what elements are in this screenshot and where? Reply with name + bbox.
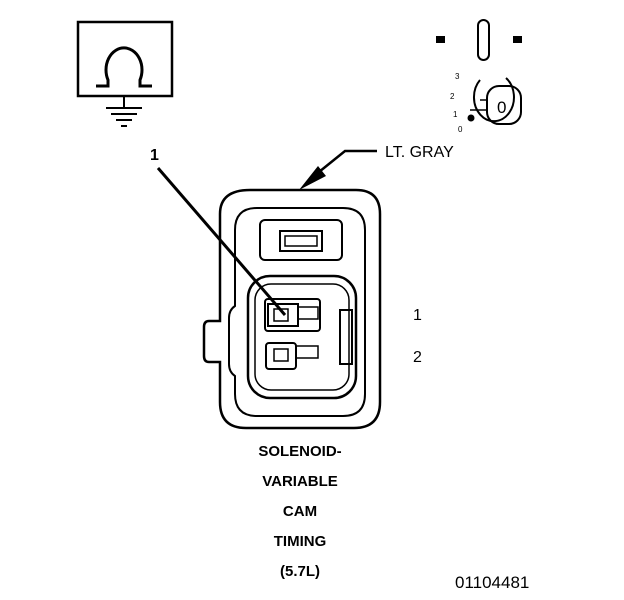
switch-position-2: 2 <box>450 92 455 101</box>
component-name-line: TIMING <box>273 533 327 550</box>
callout-leader <box>156 167 287 316</box>
terminal-cavity-1 <box>264 298 321 332</box>
key-position-label: 0 <box>497 98 506 117</box>
switch-position-1: 1 <box>453 110 458 119</box>
callout-number: 1 <box>150 147 159 164</box>
ignition-switch-icon: 3 2 1 0 0 <box>436 19 522 134</box>
pin-label-2: 2 <box>413 349 422 366</box>
wire-color-label: LT. GRAY <box>385 144 454 161</box>
component-name-line: CAM <box>282 503 318 520</box>
component-name-line: VARIABLE <box>262 473 338 490</box>
component-name-line: (5.7L) <box>279 563 320 580</box>
component-name: SOLENOID- VARIABLE CAM TIMING (5.7L) <box>200 437 400 587</box>
figure-id: 01104481 <box>455 573 529 592</box>
wire-color-pointer <box>299 149 377 190</box>
terminal-cavity-2 <box>265 342 319 370</box>
ohmmeter-ground-icon <box>76 20 174 127</box>
switch-position-0: 0 <box>458 125 463 134</box>
pin-label-1: 1 <box>413 307 422 324</box>
component-name-line: SOLENOID- <box>258 443 342 460</box>
switch-position-3: 3 <box>455 72 460 81</box>
connector-icon <box>202 188 382 430</box>
